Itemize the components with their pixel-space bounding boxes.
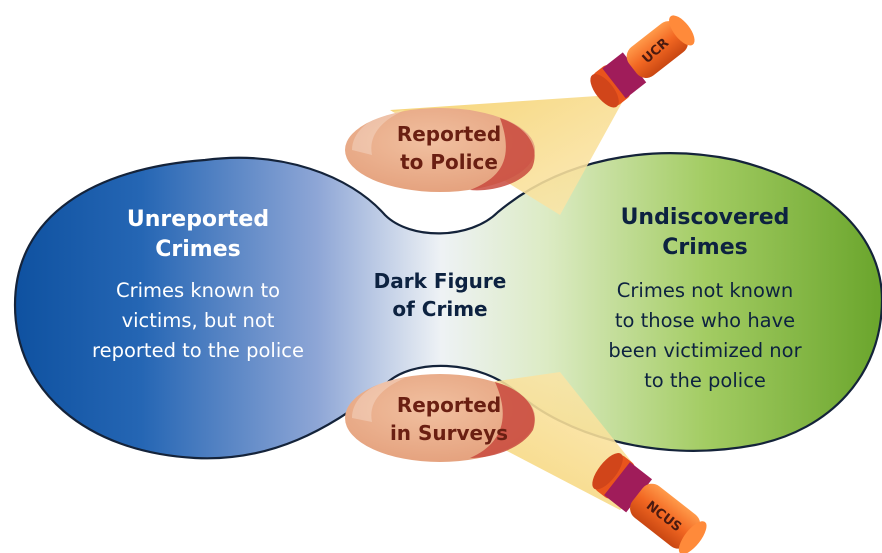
- undiscovered-desc-line1: Crimes not known: [617, 279, 793, 302]
- undiscovered-desc-line2: to those who have: [615, 309, 795, 332]
- reported-in-surveys-oval: [345, 374, 535, 462]
- unreported-title-line2: Crimes: [155, 237, 240, 262]
- reported-to-police-line2: to Police: [400, 150, 498, 174]
- unreported-desc-line1: Crimes known to: [116, 279, 280, 302]
- dark-figure-label-line1: Dark Figure: [374, 269, 507, 293]
- undiscovered-title-line1: Undiscovered: [621, 205, 790, 230]
- undiscovered-desc-line3: been victimized nor: [608, 339, 802, 362]
- reported-in-surveys-line2: in Surveys: [390, 421, 508, 445]
- reported-in-surveys-line1: Reported: [397, 393, 501, 417]
- unreported-desc-line2: victims, but not: [122, 309, 275, 332]
- unreported-title-line1: Unreported: [127, 207, 269, 232]
- undiscovered-desc-line4: to the police: [644, 369, 766, 392]
- undiscovered-title-line2: Crimes: [662, 235, 747, 260]
- reported-to-police-line1: Reported: [397, 122, 501, 146]
- ncus-torch: NCUS: [592, 453, 707, 553]
- dark-figure-label-line2: of Crime: [392, 297, 487, 321]
- ucr-torch: UCR: [590, 15, 695, 108]
- reported-to-police-oval: [345, 108, 535, 192]
- unreported-desc-line3: reported to the police: [92, 339, 304, 362]
- dark-figure-shape: [13, 152, 882, 460]
